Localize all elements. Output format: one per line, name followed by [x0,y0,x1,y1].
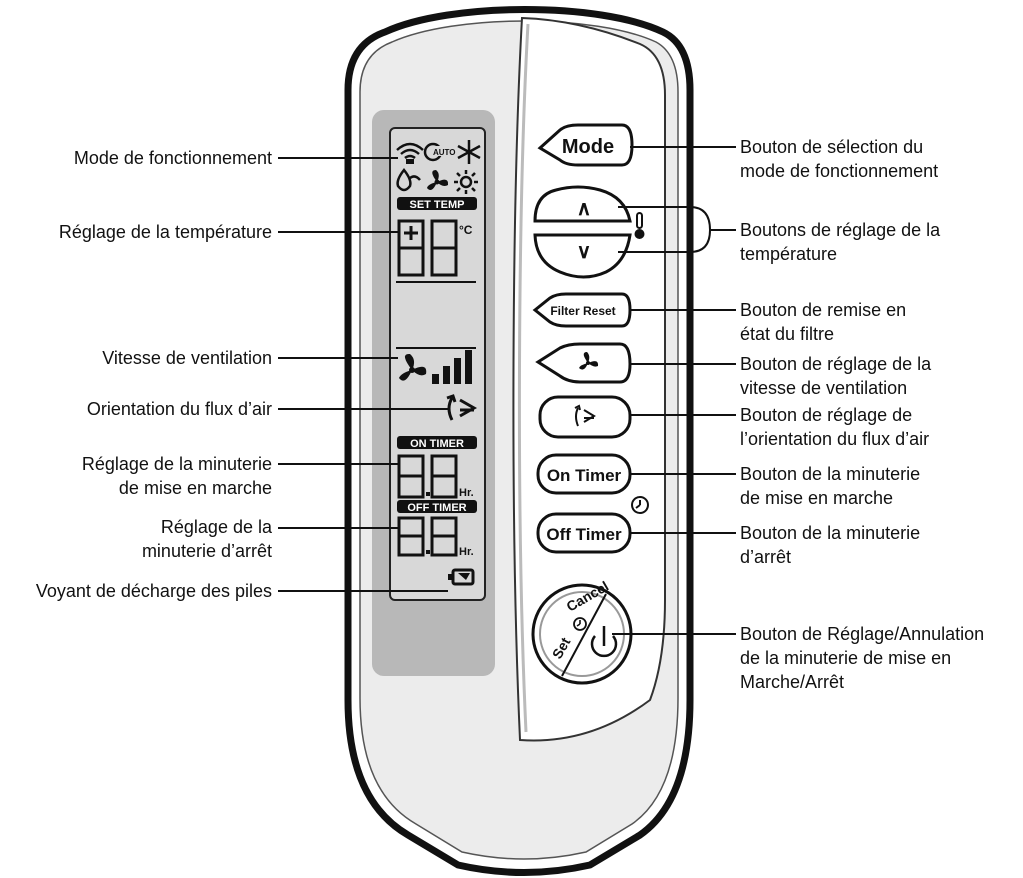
airflow-button[interactable] [538,395,632,439]
off-timer-hours: Hr. [459,546,474,558]
down-arrow-icon: ∨ [577,241,592,263]
label-set-cancel-line2: de la minuterie de mise en [740,648,951,668]
on-timer-digits [397,454,458,499]
on-timer-hours: Hr. [459,487,474,499]
label-temp-buttons-line1: Boutons de réglage de la [740,220,941,240]
auto-mode-icon: AUTO [423,142,456,162]
temp-down-button[interactable]: ∨ [533,233,632,279]
label-off-timer-line2: minuterie d’arrêt [142,541,272,561]
mode-button[interactable]: Mode [537,123,634,167]
on-timer-button[interactable]: On Timer [536,453,632,495]
on-timer-display-label: ON TIMER [410,438,464,450]
label-airflow-direction: Orientation du flux d’air [87,399,272,419]
on-timer-dot [426,492,430,496]
filter-reset-button[interactable]: Filter Reset [532,292,632,328]
label-fan-button-line2: vitesse de ventilation [740,378,907,398]
label-set-cancel-line1: Bouton de Réglage/Annulation [740,624,984,644]
label-airflow-button-line1: Bouton de réglage de [740,405,912,425]
off-timer-button-label: Off Timer [546,525,622,544]
label-set-cancel-line3: Marche/Arrêt [740,672,844,692]
set-temp-label: SET TEMP [409,199,464,211]
label-off-timer-button-line2: d’arrêt [740,547,791,567]
off-timer-display-label: OFF TIMER [407,502,466,514]
label-filter-reset-line2: état du filtre [740,324,834,344]
leader-lines-right [612,146,736,635]
mode-button-label: Mode [562,136,614,158]
label-airflow-button-line2: l’orientation du flux d’air [740,429,929,449]
off-timer-button[interactable]: Off Timer [536,512,632,554]
label-fan-button-line1: Bouton de réglage de la [740,354,932,374]
power-icon [590,626,618,658]
set-clock-icon [573,617,587,631]
label-off-timer-button-line1: Bouton de la minuterie [740,523,920,543]
label-filter-reset-line1: Bouton de remise en [740,300,906,320]
mode-icons-row2 [396,167,478,194]
button-divider [561,593,607,677]
clock-icon [631,496,649,514]
label-operating-mode: Mode de fonctionnement [74,148,272,168]
temp-up-button[interactable]: ∧ [533,185,632,223]
on-timer-badge: ON TIMER [397,436,477,450]
dry-mode-icon [396,142,424,164]
temperature-digits [397,219,458,277]
auto-label: AUTO [433,148,456,157]
label-mode-button-line2: mode de fonctionnement [740,161,938,181]
cool-mode-icon [457,140,481,164]
set-temp-badge: SET TEMP [397,197,477,211]
up-arrow-icon: ∧ [577,198,592,220]
label-temp-buttons-line2: température [740,244,837,264]
filter-reset-label: Filter Reset [550,304,615,318]
labels-left: Mode de fonctionnement Réglage de la tem… [36,148,273,601]
label-mode-button-line1: Bouton de sélection du [740,137,923,157]
label-temperature-setting: Réglage de la température [59,222,272,242]
label-on-timer-line2: de mise en marche [119,478,272,498]
fan-speed-bars [432,350,472,384]
off-timer-dot [426,550,430,554]
heat-mode-icon [454,170,478,194]
label-off-timer-line1: Réglage de la [161,517,273,537]
airflow-direction-icon [446,394,478,421]
leader-lines-left [278,157,448,592]
dry-drop-icon [396,167,421,192]
thermometer-icon [634,212,645,239]
airflow-button-icon [574,404,596,427]
fan-mode-icon [427,170,449,190]
plus-sign-icon [404,226,418,240]
label-on-timer-button-line1: Bouton de la minuterie [740,464,920,484]
battery-low-icon [448,568,475,586]
mode-icons: AUTO [396,140,481,164]
label-battery-indicator: Voyant de décharge des piles [36,581,272,601]
on-timer-button-label: On Timer [547,466,622,485]
fan-speed-icon [399,353,427,381]
off-timer-badge: OFF TIMER [397,500,477,514]
label-on-timer-line1: Réglage de la minuterie [82,454,272,474]
celsius-unit: °C [459,223,473,237]
off-timer-digits [397,516,458,557]
labels-right: Bouton de sélection du mode de fonctionn… [740,137,984,692]
label-on-timer-button-line2: de mise en marche [740,488,893,508]
label-fan-speed: Vitesse de ventilation [102,348,272,368]
fan-button-icon [579,352,599,370]
